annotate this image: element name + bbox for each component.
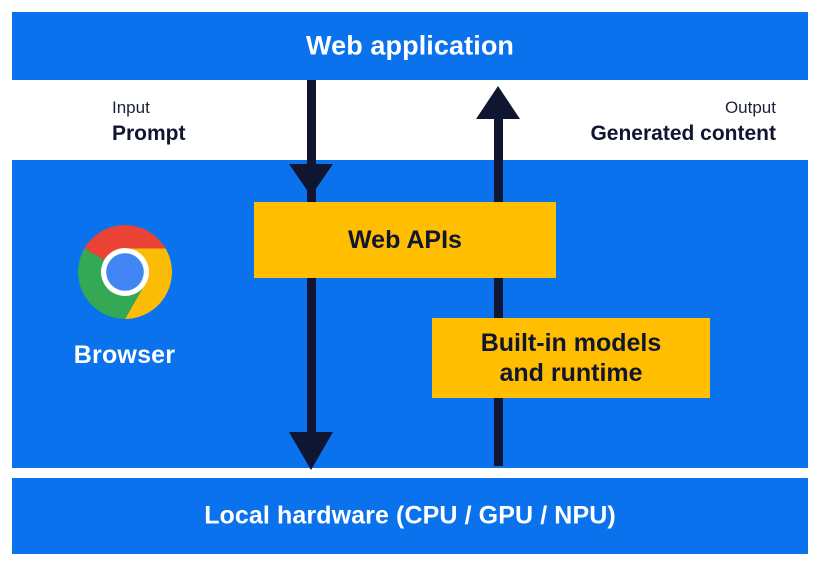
flow-output-kicker: Output	[724, 98, 776, 117]
band-web-application: Web application	[12, 12, 808, 80]
component-box-built-in-models[interactable]: Built-in models and runtime	[432, 318, 710, 398]
component-box-web-apis-label: Web APIs	[348, 226, 462, 254]
flow-input-kicker: Input	[112, 98, 150, 117]
band-local-hardware: Local hardware (CPU / GPU / NPU)	[12, 478, 808, 554]
browser-label: Browser	[73, 341, 176, 369]
browser-block: Browser	[62, 225, 187, 370]
generated-content-arrow-shaft	[494, 116, 503, 466]
component-box-web-apis[interactable]: Web APIs	[254, 202, 556, 278]
flow-label-output: Output Generated content	[590, 98, 776, 146]
generated-content-arrow-head-end	[476, 86, 520, 119]
chrome-logo-icon	[77, 225, 172, 319]
component-box-built-in-models-label-line-2: and runtime	[499, 359, 643, 387]
prompt-arrow-head-end	[289, 432, 333, 470]
flow-input-value: Prompt	[112, 121, 186, 145]
flow-label-input: Input Prompt	[112, 98, 186, 146]
band-local-hardware-label: Local hardware (CPU / GPU / NPU)	[204, 501, 616, 530]
component-box-built-in-models-label-line-1: Built-in models	[480, 329, 662, 357]
prompt-arrow-head-mid	[289, 164, 333, 196]
band-web-application-label: Web application	[305, 30, 515, 61]
component-box-built-in-models-label: Built-in models and runtime	[481, 328, 662, 388]
flow-output-value: Generated content	[590, 121, 776, 145]
